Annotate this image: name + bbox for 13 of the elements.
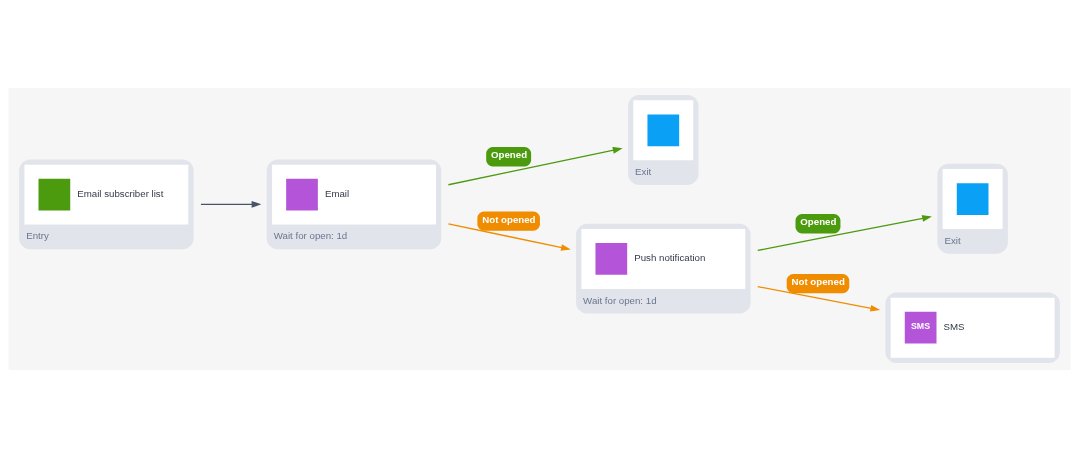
edge-label: Not opened bbox=[791, 275, 845, 287]
edge-label: Not opened bbox=[482, 213, 536, 225]
edge-label: Opened bbox=[800, 215, 837, 227]
arrow bbox=[200, 200, 262, 208]
node-box: SMS SMS bbox=[885, 291, 1060, 363]
arrow bbox=[757, 285, 881, 312]
node-box: Exit bbox=[937, 163, 1008, 254]
node-box: Email Wait for open: 1d bbox=[266, 158, 442, 249]
node-box: Email subscriber list Entry bbox=[19, 158, 194, 249]
node-box: Exit bbox=[628, 94, 699, 185]
arrow bbox=[447, 222, 571, 251]
node-box: Push notification Wait for open: 1d bbox=[576, 223, 751, 314]
edge-label: Opened bbox=[491, 148, 528, 160]
